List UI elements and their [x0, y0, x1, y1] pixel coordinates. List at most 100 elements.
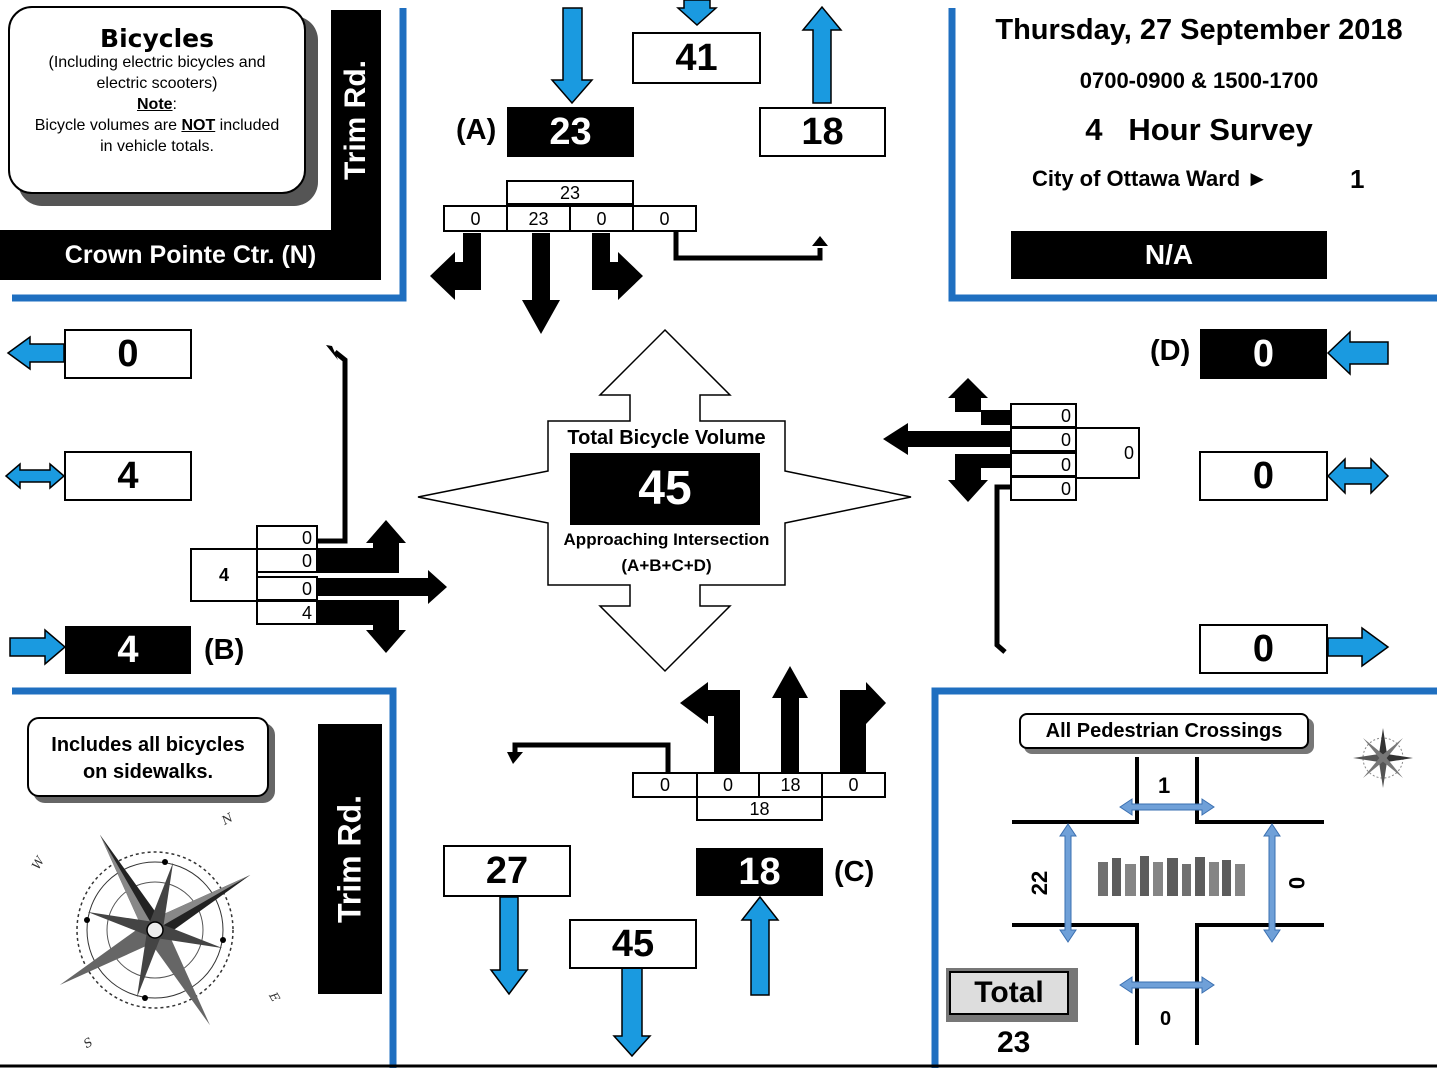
ped-east-arrow-icon — [1263, 823, 1281, 943]
ped-south-value: 0 — [1160, 1008, 1172, 1030]
survey-duration: 4 Hour Survey — [1085, 112, 1313, 147]
east-approach-arrow-icon — [1326, 330, 1389, 376]
west-uturn-line — [316, 350, 348, 544]
ped-west-value: 22 — [1027, 870, 1053, 896]
legend-note-label: Note — [136, 96, 173, 113]
legend-note-text: Bicycle volumes are NOT included — [10, 115, 304, 136]
south-street-vertical-label: Trim Rd. — [331, 794, 368, 924]
north-uturn-line — [673, 232, 823, 261]
legend-title: Bicycles — [100, 24, 214, 53]
south-movement-2: 18 — [758, 772, 823, 798]
north-exit-arrow-icon — [801, 5, 843, 104]
ped-north-value: 1 — [1158, 773, 1171, 798]
ped-title-label: All Pedestrian Crossings — [1045, 720, 1283, 742]
west-exit-value: 0 — [64, 329, 192, 379]
survey-date: Thursday, 27 September 2018 — [995, 14, 1403, 46]
north-street-name: Crown Pointe Ctr. (N) — [0, 230, 381, 280]
south-movement-3: 0 — [821, 772, 886, 798]
north-right-turn-arrow-icon — [430, 233, 481, 300]
large-compass-icon — [59, 834, 251, 1026]
west-approach-label: (B) — [204, 634, 245, 666]
movement-arrows — [316, 232, 1012, 772]
south-approach-value: 18 — [696, 848, 823, 896]
legend-note-line2: in vehicle totals. — [100, 138, 214, 155]
ped-west-arrow-icon — [1059, 823, 1077, 943]
center-value: 45 — [570, 453, 760, 525]
east-approach-label: (D) — [1150, 335, 1191, 367]
legend-note-post: included — [215, 117, 280, 134]
pedestrian-arrows — [1059, 798, 1281, 994]
na-badge: N/A — [1011, 231, 1327, 279]
north-street-name-label: Crown Pointe Ctr. (N) — [64, 240, 317, 269]
west-through-arrow-icon — [316, 570, 447, 604]
panel-borders — [12, 8, 1437, 1068]
north-street-vertical-label: Trim Rd. — [339, 59, 372, 181]
south-approach-arrow-icon — [740, 895, 780, 996]
small-compass-icon — [1353, 728, 1413, 788]
sidewalk-note-line2: on sidewalks. — [82, 761, 214, 783]
legend-box: Bicycles (Including electric bicycles an… — [8, 6, 306, 194]
west-ped-arrow-icon — [4, 462, 66, 490]
survey-times: 0700-0900 & 1500-1700 — [1079, 68, 1319, 93]
center-sub1: Approaching Intersection — [563, 530, 770, 549]
south-approach-sum: 18 — [696, 796, 823, 821]
south-movement-0: 0 — [632, 772, 698, 798]
west-right-turn-arrow-icon — [316, 600, 406, 653]
sidewalk-note-line1: Includes all bicycles — [51, 734, 245, 756]
west-movement-0: 0 — [256, 525, 318, 550]
ped-title: All Pedestrian Crossings — [1019, 713, 1309, 749]
east-ped-arrow-icon — [1326, 457, 1390, 495]
ward-value: 1 — [1350, 164, 1365, 194]
blue-arrows — [4, 0, 1390, 1058]
legend-note-not: NOT — [181, 117, 216, 134]
west-approach-arrow-icon — [9, 628, 67, 666]
north-exit-value: 18 — [759, 107, 886, 157]
south-movement-1: 0 — [696, 772, 760, 798]
east-ped-value: 0 — [1199, 451, 1328, 501]
na-label: N/A — [1144, 239, 1194, 270]
center-title: Total Bicycle Volume — [567, 427, 766, 449]
legend-line1: (Including electric bicycles and — [48, 54, 266, 71]
east-side-total: 0 — [1075, 427, 1140, 479]
east-approach-value: 0 — [1200, 329, 1327, 379]
legend-note-pre: Bicycle volumes are — [34, 117, 182, 134]
sidewalk-note: Includes all bicycles on sidewalks. — [27, 717, 269, 797]
north-approach-arrow-icon — [550, 7, 594, 105]
east-movement-0: 0 — [1010, 403, 1077, 428]
south-approach-label: (C) — [834, 856, 875, 888]
south-uturn-line — [512, 742, 671, 772]
west-left-turn-arrow-icon — [316, 520, 406, 573]
east-through-arrow-icon — [883, 423, 1012, 455]
east-movement-2: 0 — [1010, 452, 1077, 477]
south-ped-total: 45 — [569, 919, 697, 969]
east-exit-value: 0 — [1199, 624, 1328, 674]
east-movement-3: 0 — [1010, 476, 1077, 501]
ped-east-value: 0 — [1284, 876, 1310, 890]
west-ped-value: 4 — [64, 451, 192, 501]
west-side-total: 4 — [190, 548, 258, 602]
north-through-arrow-icon — [522, 233, 560, 334]
north-ped-arrow-icon — [676, 0, 718, 27]
south-exit-value: 27 — [443, 845, 571, 897]
ped-total-box: Total — [946, 968, 1078, 1022]
pedestrian-crowd-icon — [1098, 856, 1245, 896]
legend-line2: electric scooters) — [96, 75, 218, 92]
west-movement-1: 0 — [256, 548, 318, 573]
ped-total-value: 23 — [997, 1026, 1031, 1059]
ped-south-arrow-icon — [1119, 976, 1215, 994]
north-top-total: 41 — [632, 32, 761, 84]
north-movement-3: 0 — [632, 205, 697, 232]
west-approach-value: 4 — [65, 626, 191, 674]
west-exit-arrow-icon — [6, 335, 65, 371]
north-movement-1: 23 — [506, 205, 571, 232]
north-left-turn-arrow-icon — [592, 233, 643, 300]
ped-total-label: Total — [974, 976, 1044, 1009]
south-street-vertical: Trim Rd. — [318, 724, 382, 994]
east-exit-arrow-icon — [1327, 626, 1390, 668]
ped-total-inner: Total — [949, 971, 1069, 1015]
south-through-arrow-icon — [772, 666, 808, 772]
west-movement-3: 4 — [256, 600, 318, 625]
east-uturn-line — [994, 484, 1012, 654]
north-street-vertical: Trim Rd. — [331, 10, 381, 230]
east-left-turn-arrow-icon — [948, 454, 1012, 502]
